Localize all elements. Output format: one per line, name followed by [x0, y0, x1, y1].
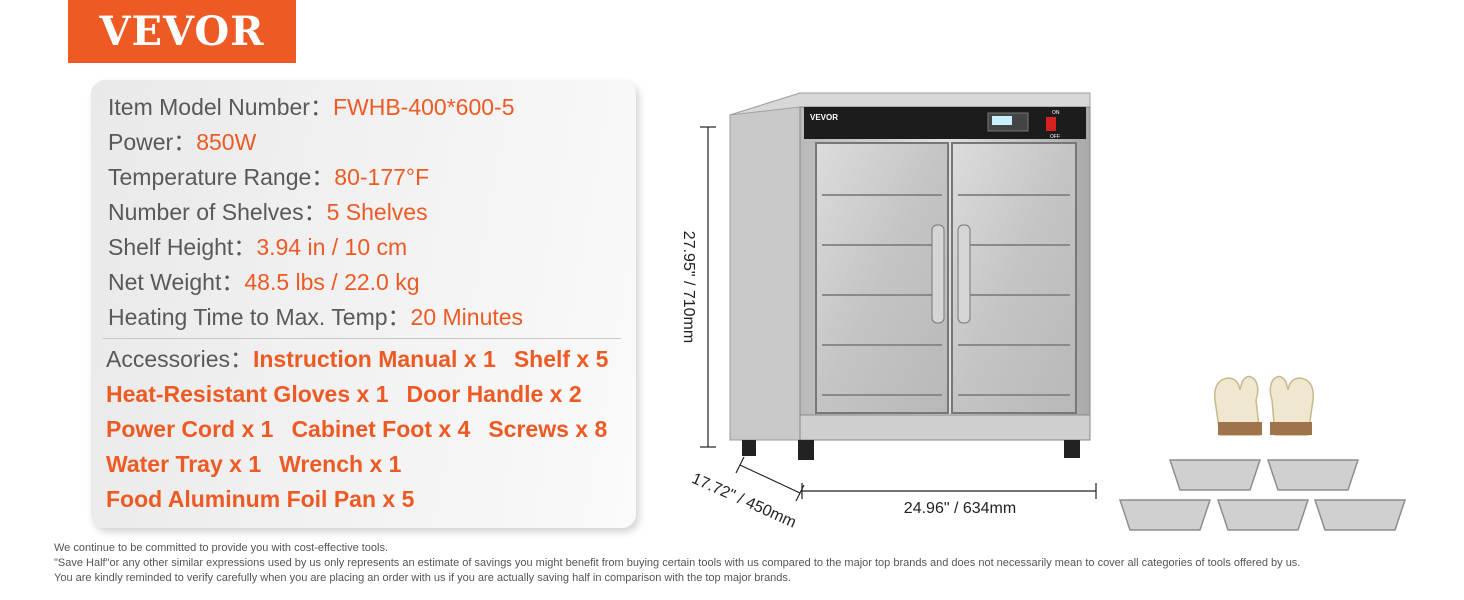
cabinet-foot [798, 440, 814, 460]
shelves [822, 194, 1070, 396]
height-dimension-label: 27.95" / 710mm [680, 231, 697, 343]
accessory-item: Heat-Resistant Gloves x 1 [106, 381, 389, 407]
accessories-row: Water Tray x 1 Wrench x 1 [106, 447, 608, 482]
glove-icon [1214, 375, 1262, 436]
disclaimer-line: You are kindly reminded to verify carefu… [54, 572, 791, 584]
depth-dimension-line [735, 456, 805, 502]
cabinet-base [799, 414, 1091, 441]
vevor-logo: VEVOR [68, 0, 296, 63]
spec-shelves: Number of Shelves：5 Shelves [108, 199, 428, 225]
accessory-item: Wrench x 1 [279, 451, 402, 477]
control-panel [804, 107, 1086, 139]
accessories-row: Power Cord x 1 Cabinet Foot x 4 Screws x 8 [106, 412, 608, 447]
cabinet-top [729, 92, 1091, 116]
food-warmer-cabinet: VEVOR ON OFF 27.95" / 710mm 24.96" / 634… [680, 92, 1097, 532]
power-switch-icon [1046, 117, 1056, 131]
cabinet-foot [1064, 440, 1080, 458]
accessory-item: Water Tray x 1 [106, 451, 262, 477]
accessories-row: Accessories：Instruction Manual x 1 Shelf … [106, 342, 608, 377]
left-glass-door [815, 142, 949, 414]
accessory-item: Cabinet Foot x 4 [291, 416, 471, 442]
spec-temperature: Temperature Range：80-177°F [108, 164, 430, 190]
disclaimer-line: We continue to be committed to provide y… [54, 542, 389, 554]
spec-power: Power：850W [108, 129, 257, 155]
spec-model: Item Model Number：FWHB-400*600-5 [108, 94, 515, 120]
foil-pan-icon [1216, 499, 1310, 531]
accessory-item: Power Cord x 1 [106, 416, 274, 442]
accessory-item: Screws x 8 [488, 416, 608, 442]
accessory-item: Shelf x 5 [513, 346, 609, 372]
height-dimension-line [700, 126, 716, 448]
left-door-handle [931, 224, 945, 324]
accessory-item: Instruction Manual x 1 [252, 346, 496, 372]
foil-pan-icon [1118, 499, 1212, 531]
right-door-handle [957, 224, 971, 324]
accessories-row: Food Aluminum Foil Pan x 5 [106, 482, 608, 517]
switch-off-label: OFF [1050, 134, 1060, 140]
spec-net-weight: Net Weight：48.5 lbs / 22.0 kg [108, 269, 420, 295]
accessory-item: Food Aluminum Foil Pan x 5 [106, 486, 415, 512]
spec-heating-time: Heating Time to Max. Temp：20 Minutes [108, 304, 524, 330]
depth-dimension-label: 17.72" / 450mm [689, 470, 799, 531]
cabinet-brand-mark: VEVOR [810, 113, 838, 122]
right-glass-door [951, 142, 1077, 414]
accessory-item: Door Handle x 2 [406, 381, 582, 407]
spec-card: Item Model Number：FWHB-400*600-5 Power：8… [91, 80, 636, 528]
foil-pan-icon [1313, 499, 1407, 531]
foil-pan-icon [1266, 459, 1360, 491]
accessories-label: Accessories： [106, 346, 253, 372]
cabinet-side-panel [729, 92, 801, 441]
cabinet-foot [742, 440, 756, 456]
disclaimer-line: "Save Half"or any other similar expressi… [54, 557, 1301, 569]
width-dimension-line [801, 483, 1097, 499]
glove-icon [1269, 375, 1314, 436]
switch-on-label: ON [1052, 110, 1060, 116]
logo-text: VEVOR [99, 8, 265, 55]
display-screen-icon [992, 116, 1012, 125]
accessories-illustration [1118, 375, 1407, 531]
accessories-block: Accessories：Instruction Manual x 1 Shelf … [106, 342, 608, 517]
spec-shelf-height: Shelf Height：3.94 in / 10 cm [108, 234, 408, 260]
spec-list: Item Model Number：FWHB-400*600-5 Power：8… [108, 90, 523, 335]
foil-pan-icon [1168, 459, 1262, 491]
width-dimension-label: 24.96" / 634mm [904, 500, 1016, 517]
disclaimer: We continue to be committed to provide y… [54, 541, 1454, 586]
accessories-row: Heat-Resistant Gloves x 1 Door Handle x 2 [106, 377, 608, 412]
spec-divider [103, 338, 621, 339]
